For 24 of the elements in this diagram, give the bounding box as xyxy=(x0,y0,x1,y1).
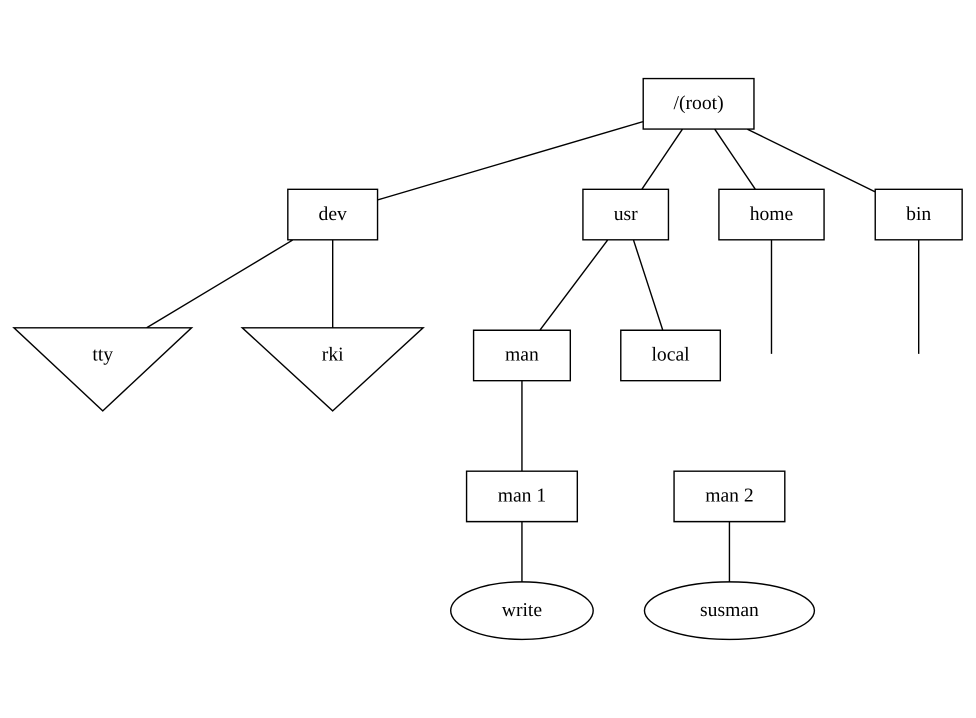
node-box: man xyxy=(472,330,572,382)
connector xyxy=(378,120,644,201)
node-box: usr xyxy=(582,188,670,241)
connector xyxy=(714,128,756,190)
connector xyxy=(728,522,730,582)
connector xyxy=(632,240,664,330)
node-box: man 2 xyxy=(673,470,786,522)
node-box: man 1 xyxy=(466,470,578,522)
node-box: dev xyxy=(287,188,378,241)
node-box: bin xyxy=(874,188,963,241)
node-box: home xyxy=(718,188,825,241)
node-ellipse: write xyxy=(450,581,594,640)
connector xyxy=(146,239,293,328)
connector xyxy=(540,240,608,330)
connector xyxy=(747,128,876,192)
connector xyxy=(521,380,523,471)
connector xyxy=(521,522,523,582)
node-box: /(root) xyxy=(642,78,755,130)
connector xyxy=(770,240,772,354)
node-box: local xyxy=(620,330,722,382)
node-ellipse: susman xyxy=(644,581,816,640)
connector xyxy=(918,240,920,354)
connector xyxy=(332,240,334,328)
connector xyxy=(641,128,683,190)
